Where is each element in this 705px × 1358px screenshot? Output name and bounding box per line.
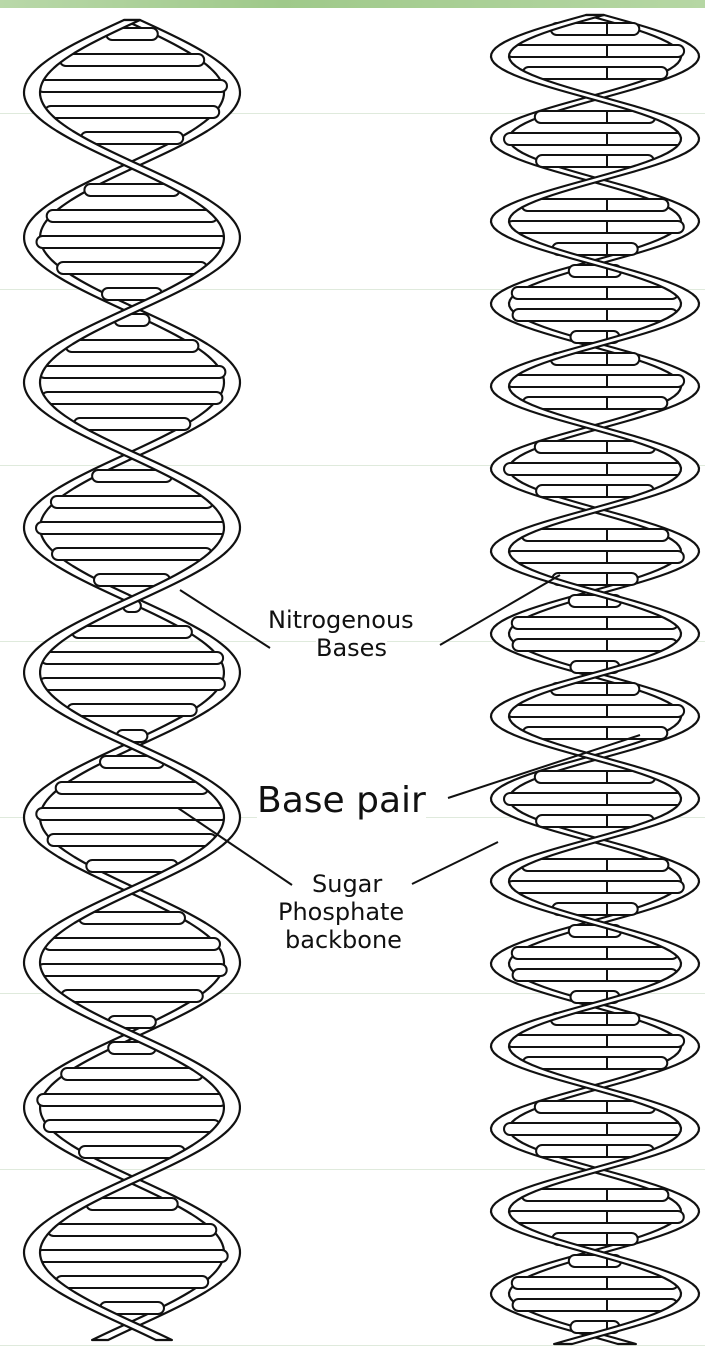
base-rung [39, 678, 225, 690]
base-rung [66, 340, 199, 352]
base-rung [57, 262, 207, 274]
base-rung [37, 236, 228, 248]
base-rung [44, 938, 220, 950]
label-pointer-line [412, 842, 498, 884]
base-rung [67, 704, 197, 716]
base-rung [506, 551, 684, 563]
base-rung [523, 727, 668, 739]
base-rung [513, 639, 678, 651]
backbone-label-line-3: backbone [285, 928, 402, 954]
base-rung [37, 1094, 226, 1106]
base-rung [81, 132, 183, 144]
base-rung [506, 881, 684, 893]
base-rung [36, 1250, 227, 1262]
base-rung [512, 287, 678, 299]
base-rung [512, 947, 678, 959]
base-rung [47, 210, 218, 222]
base-rung [523, 397, 668, 409]
base-rung [36, 522, 228, 534]
base-rung [48, 1224, 217, 1236]
base-rung [37, 964, 226, 976]
base-rung [48, 834, 217, 846]
base-rung [513, 969, 678, 981]
base-rung [506, 1035, 684, 1047]
base-rung [42, 392, 223, 404]
base-rung [72, 626, 192, 638]
double-strand-helix [491, 15, 699, 1344]
base-rung [506, 45, 684, 57]
base-rung [522, 859, 669, 871]
base-rung [506, 221, 684, 233]
base-rung [51, 496, 213, 508]
base-rung [60, 54, 204, 66]
base-rung [513, 309, 678, 321]
base-rung [504, 1123, 686, 1135]
base-rung [522, 529, 669, 541]
base-rung [36, 808, 227, 820]
base-rung [56, 782, 209, 794]
base-rung [45, 106, 219, 118]
nitrogenous-bases-label-line-2: Bases [316, 636, 387, 662]
base-rung [506, 705, 684, 717]
base-rung [504, 793, 686, 805]
label-pointer-line [180, 590, 270, 648]
nitrogenous-bases-label-line-1: Nitrogenous [268, 608, 414, 634]
base-rung [41, 652, 223, 664]
base-rung [523, 67, 668, 79]
base-pair-label: Base pair [257, 782, 426, 821]
base-rung [513, 1299, 678, 1311]
base-rung [522, 199, 669, 211]
base-rung [522, 1189, 669, 1201]
base-rung [506, 375, 684, 387]
base-rung [61, 990, 203, 1002]
backbone-label-line-2: Phosphate [278, 900, 404, 926]
backbone-label-line-1: Sugar [312, 872, 382, 898]
base-rung [61, 1068, 203, 1080]
base-rung [523, 1057, 668, 1069]
base-rung [56, 1276, 209, 1288]
single-strand-helix [24, 20, 240, 1340]
base-rung [504, 133, 686, 145]
base-rung [37, 80, 227, 92]
base-rung [79, 1146, 185, 1158]
base-rung [512, 617, 678, 629]
base-rung [79, 912, 185, 924]
base-rung [512, 1277, 678, 1289]
base-rungs [36, 28, 228, 1314]
base-rung [506, 1211, 684, 1223]
base-rung [39, 366, 226, 378]
base-rung [44, 1120, 220, 1132]
base-rung [74, 418, 191, 430]
base-rung [52, 548, 212, 560]
base-rung [504, 463, 686, 475]
